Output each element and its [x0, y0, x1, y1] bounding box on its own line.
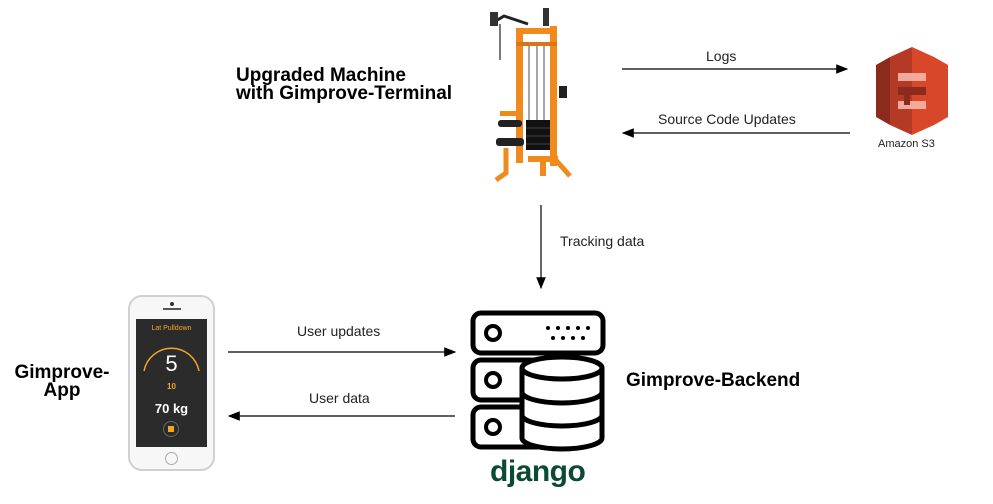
- tracking-data-label: Tracking data: [560, 233, 645, 249]
- rep-arc-icon: [143, 347, 200, 372]
- django-logo: django: [490, 455, 586, 488]
- machine-label: Upgraded Machine with Gimprove-Terminal: [236, 65, 453, 104]
- phone-home-button: [165, 452, 178, 465]
- stop-icon: [168, 426, 174, 432]
- rep-target: 10: [167, 382, 176, 391]
- phone-speaker-icon: [163, 308, 181, 310]
- logs-label: Logs: [706, 48, 737, 64]
- exercise-name: Lat Pulldown: [151, 325, 192, 332]
- user-data-label: User data: [309, 390, 370, 406]
- server-database-icon: [470, 310, 606, 452]
- amazon-s3-label: Amazon S3: [878, 138, 935, 150]
- app-label: Gimprove- App: [8, 362, 116, 401]
- gym-machine-icon: [490, 8, 572, 183]
- amazon-s3-icon: [876, 47, 948, 135]
- machine-label-line2: with Gimprove-Terminal: [236, 83, 453, 104]
- phone-camera-icon: [170, 302, 174, 306]
- source-code-updates-label: Source Code Updates: [658, 111, 796, 127]
- machine-label-line1: Upgraded Machine: [236, 65, 406, 86]
- weight-value: 70 kg: [154, 401, 189, 416]
- phone-device: Lat Pulldown 5 10 70 kg: [128, 295, 215, 471]
- app-label-line2: App: [43, 380, 81, 401]
- rep-count: 5: [165, 351, 178, 376]
- stop-button[interactable]: [163, 421, 179, 437]
- user-updates-label: User updates: [297, 323, 381, 339]
- phone-screen: Lat Pulldown 5 10 70 kg: [136, 319, 207, 447]
- backend-label: Gimprove-Backend: [626, 370, 801, 391]
- app-label-line1: Gimprove-: [14, 362, 110, 383]
